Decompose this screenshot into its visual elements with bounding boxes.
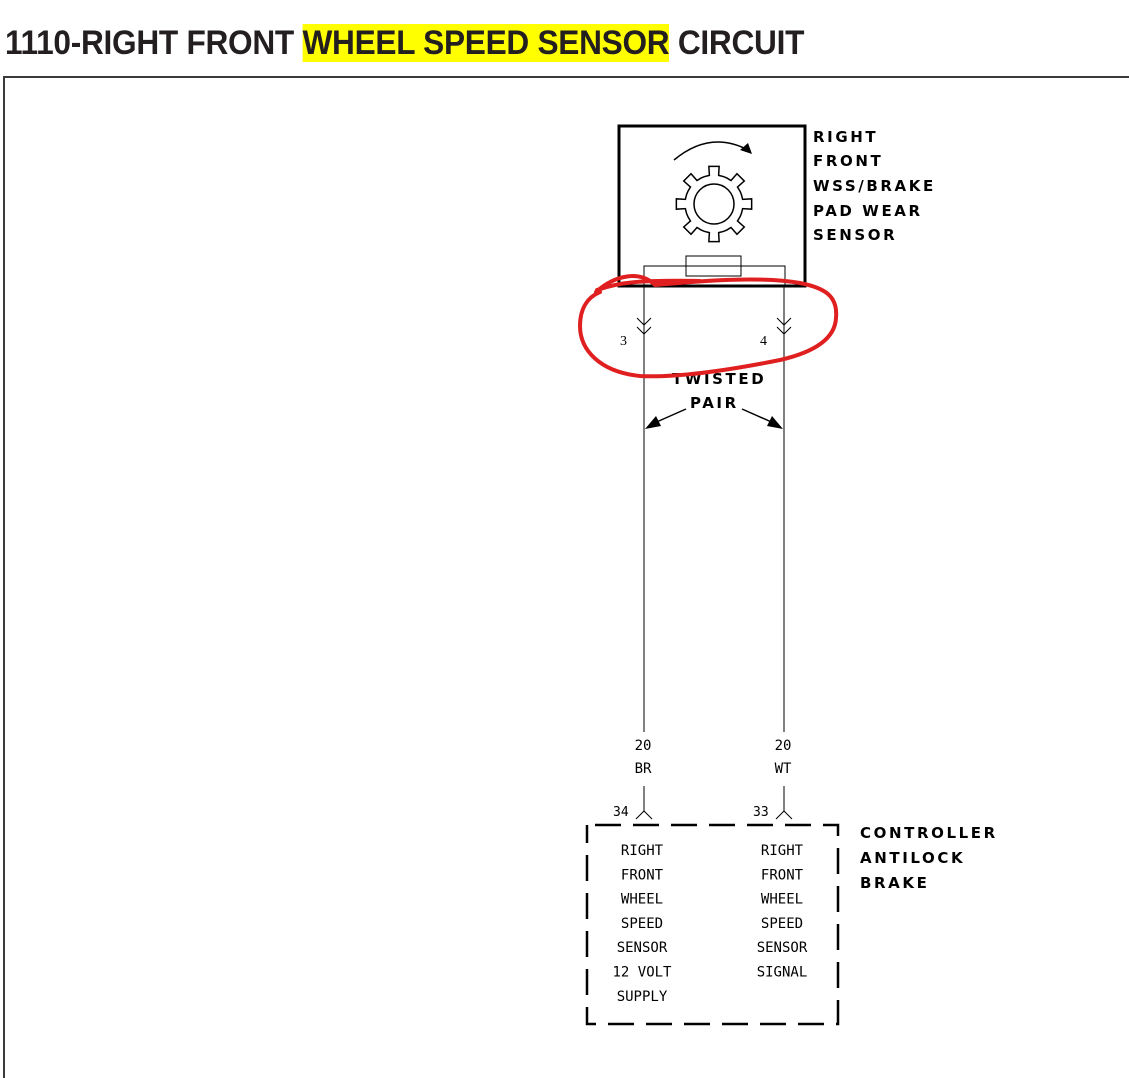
controller-box — [585, 823, 840, 1026]
pin-number: 34 — [613, 805, 629, 820]
wire-color: BR — [635, 761, 652, 777]
controller-pin-33-function: RIGHT FRONT WHEEL SPEED SENSOR SIGNAL — [757, 843, 808, 981]
pin-function-line: SPEED — [621, 916, 663, 932]
controller-label-line: ANTILOCK — [860, 849, 965, 867]
title-highlight: WHEEL SPEED SENSOR — [302, 24, 670, 62]
controller-pin-34-function: RIGHT FRONT WHEEL SPEED SENSOR 12 VOLT SUPPLY — [612, 843, 672, 1005]
sensor-label-line: PAD WEAR — [813, 202, 923, 220]
wire-gauge: 20 — [775, 738, 792, 754]
diagram-frame — [3, 76, 1129, 1078]
pin-function-line: SPEED — [761, 916, 803, 932]
pin-function-line: 12 VOLT — [612, 965, 672, 981]
arrow-right-icon — [767, 416, 783, 429]
sensor-label-line: SENSOR — [813, 226, 897, 244]
gear-icon — [675, 165, 753, 243]
wheel-speed-sensor: RIGHT FRONT WSS/BRAKE PAD WEAR SENSOR — [617, 124, 936, 288]
clockwise-arrow-icon — [673, 141, 752, 161]
controller-label-line: CONTROLLER — [860, 824, 998, 842]
sensor-pin-4: 4 — [760, 317, 792, 349]
arrow-left-icon — [645, 416, 661, 429]
pin-function-line: SENSOR — [617, 940, 668, 956]
sensor-pin-3: 3 — [620, 317, 652, 349]
pin-number: 4 — [760, 334, 767, 349]
sensor-label-line: FRONT — [813, 152, 883, 170]
wire-gauge: 20 — [635, 738, 652, 754]
title-suffix: CIRCUIT — [669, 24, 805, 62]
controller-pin-34: 34 — [613, 786, 653, 820]
sensor-label-line: RIGHT — [813, 128, 878, 146]
sensor-label-line: WSS/BRAKE — [813, 177, 936, 195]
title-prefix: 1110-RIGHT FRONT — [5, 24, 303, 62]
pin-function-line: SUPPLY — [617, 989, 668, 1005]
red-circle-annotation — [578, 274, 839, 379]
pin-function-line: SIGNAL — [757, 965, 808, 981]
pin-function-line: SENSOR — [757, 940, 808, 956]
page-title: 1110-RIGHT FRONT WHEEL SPEED SENSOR CIRC… — [5, 24, 804, 63]
twisted-pair-label: TWISTED PAIR — [645, 370, 783, 429]
pin-number: 33 — [753, 805, 769, 820]
pin-number: 3 — [620, 334, 627, 349]
twisted-pair-line2: PAIR — [690, 394, 739, 412]
pin-function-line: RIGHT — [761, 843, 804, 859]
pin-function-line: RIGHT — [621, 843, 664, 859]
controller-label-line: BRAKE — [860, 874, 929, 892]
pin-function-line: WHEEL — [761, 892, 803, 908]
pin-function-line: FRONT — [761, 867, 804, 883]
pin-function-line: WHEEL — [621, 892, 663, 908]
controller-pin-33: 33 — [753, 786, 793, 820]
pin-function-line: FRONT — [621, 867, 664, 883]
wire-color: WT — [775, 761, 792, 777]
